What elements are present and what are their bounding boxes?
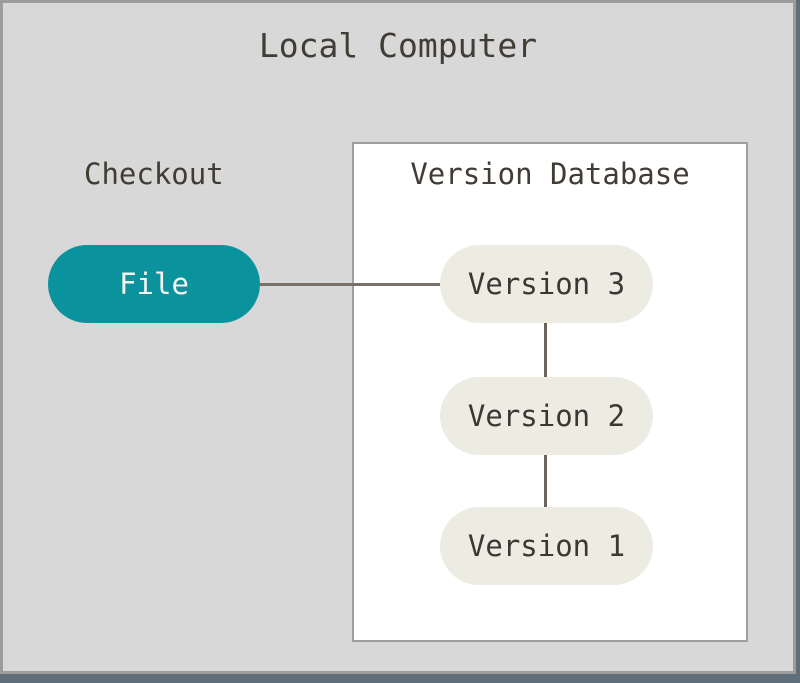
version-database-title: Version Database [410, 157, 690, 191]
version-node-label: Version 3 [467, 267, 626, 301]
version-node: Version 2 [440, 377, 653, 455]
checkout-label: Checkout [84, 157, 224, 191]
file-node: File [48, 245, 260, 323]
file-node-label: File [119, 267, 189, 301]
version-node: Version 1 [440, 507, 653, 585]
version-node: Version 3 [440, 245, 653, 323]
version-node-label: Version 1 [467, 529, 626, 563]
version3-to-version2-connector [544, 323, 547, 377]
version2-to-version1-connector [544, 455, 547, 507]
diagram-title: Local Computer [258, 26, 538, 65]
file-to-version3-connector [260, 283, 442, 286]
version-node-label: Version 2 [467, 399, 626, 433]
